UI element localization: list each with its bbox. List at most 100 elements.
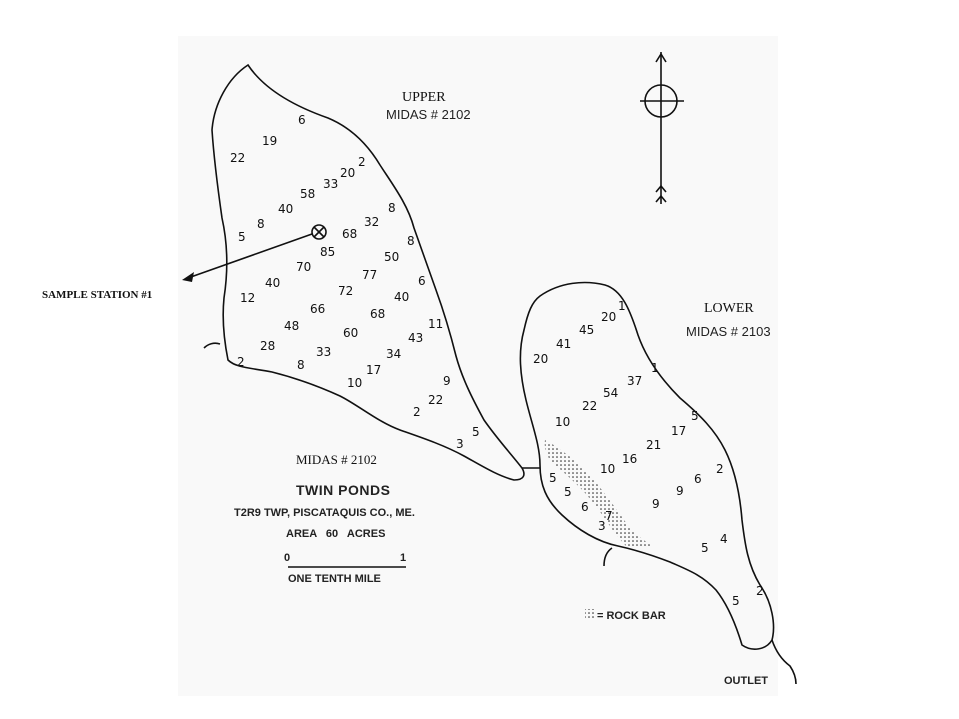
upper-depth-22: 40 xyxy=(394,290,409,304)
svg-text:= ROCK BAR: = ROCK BAR xyxy=(597,610,666,622)
upper-depth-31: 34 xyxy=(386,347,401,361)
upper-depth-38: 2 xyxy=(413,405,421,419)
upper-depth-4: 20 xyxy=(340,166,355,180)
upper-depth-20: 12 xyxy=(240,291,255,305)
scale-bar: 0 1 ONE TENTH MILE xyxy=(284,552,406,585)
upper-pond-shoreline xyxy=(211,63,525,481)
outlet-stream xyxy=(771,639,797,685)
lower-depth-1: 20 xyxy=(601,310,616,324)
lower-depth-23: 3 xyxy=(598,519,606,533)
lower-depth-3: 41 xyxy=(556,337,571,351)
lower-depth-16: 6 xyxy=(694,472,702,486)
upper-pond-name: UPPER xyxy=(402,90,446,105)
lower-depth-26: 2 xyxy=(756,584,764,598)
lower-depth-22: 7 xyxy=(605,509,613,523)
lower-depth-11: 17 xyxy=(671,424,686,438)
upper-depth-26: 11 xyxy=(428,317,443,331)
upper-depth-36: 9 xyxy=(443,374,451,388)
map-location: T2R9 TWP, PISCATAQUIS CO., ME. xyxy=(234,507,415,519)
svg-text:ONE TENTH MILE: ONE TENTH MILE xyxy=(288,573,381,585)
lower-depth-8: 22 xyxy=(582,399,597,413)
lower-depth-14: 10 xyxy=(600,462,615,476)
upper-depth-27: 60 xyxy=(343,326,358,340)
upper-depth-16: 70 xyxy=(296,260,311,274)
outlet-label: OUTLET xyxy=(724,675,768,687)
lower-depth-12: 21 xyxy=(646,438,661,452)
upper-depth-6: 58 xyxy=(300,187,315,201)
upper-depth-34: 17 xyxy=(366,363,381,377)
midas-caption: MIDAS # 2102 xyxy=(296,452,377,467)
upper-depth-12: 68 xyxy=(342,227,357,241)
sample-station-marker xyxy=(311,224,327,240)
upper-depth-37: 22 xyxy=(428,393,443,407)
lower-depth-5: 1 xyxy=(651,361,659,375)
lower-depth-15: 2 xyxy=(716,462,724,476)
lower-depth-19: 5 xyxy=(549,471,557,485)
upper-depth-0: 6 xyxy=(298,113,306,127)
svg-text:0: 0 xyxy=(284,552,290,564)
lower-pond-name: LOWER xyxy=(704,301,754,316)
upper-depth-21: 72 xyxy=(338,284,353,298)
lower-depth-20: 5 xyxy=(564,485,572,499)
lower-depth-13: 16 xyxy=(622,452,637,466)
upper-depth-13: 85 xyxy=(320,245,335,259)
upper-depth-1: 19 xyxy=(262,134,277,148)
lower-depth-17: 9 xyxy=(676,484,684,498)
rock-bar-legend: = ROCK BAR xyxy=(585,609,666,622)
lower-pond-shoreline xyxy=(519,281,775,650)
lower-depth-18: 9 xyxy=(652,497,660,511)
upper-depth-30: 33 xyxy=(316,345,331,359)
lower-depth-24: 4 xyxy=(720,532,728,546)
lower-depth-0: 1 xyxy=(618,299,626,313)
upper-depth-18: 77 xyxy=(362,268,377,282)
map-paper xyxy=(178,36,778,696)
lower-depth-4: 20 xyxy=(533,352,548,366)
upper-depth-32: 2 xyxy=(237,355,245,369)
upper-depth-8: 8 xyxy=(257,217,265,231)
upper-pond-midas: MIDAS # 2102 xyxy=(386,107,471,122)
rock-bar-swatch xyxy=(585,609,595,619)
upper-depth-15: 50 xyxy=(384,250,399,264)
north-arrow-icon xyxy=(640,52,684,204)
map-title: TWIN PONDS xyxy=(296,482,390,498)
lower-depth-27: 5 xyxy=(732,594,740,608)
upper-depth-19: 6 xyxy=(418,274,426,288)
upper-depth-39: 5 xyxy=(472,425,480,439)
upper-depth-14: 8 xyxy=(407,234,415,248)
upper-depth-11: 32 xyxy=(364,215,379,229)
lower-depth-6: 37 xyxy=(627,374,642,388)
upper-depth-2: 22 xyxy=(230,151,245,165)
lower-depth-2: 45 xyxy=(579,323,594,337)
upper-depth-5: 33 xyxy=(323,177,338,191)
upper-depth-24: 68 xyxy=(370,307,385,321)
lower-pond-midas: MIDAS # 2103 xyxy=(686,324,771,339)
svg-text:1: 1 xyxy=(400,552,406,564)
upper-depth-23: 66 xyxy=(310,302,325,316)
map-area: AREA 60 ACRES xyxy=(286,528,385,540)
lower-depth-9: 10 xyxy=(555,415,570,429)
upper-depth-7: 40 xyxy=(278,202,293,216)
upper-depth-40: 3 xyxy=(456,437,464,451)
inlet-mark-lower xyxy=(603,547,613,567)
upper-depth-35: 10 xyxy=(347,376,362,390)
upper-depth-29: 28 xyxy=(260,339,275,353)
lower-depth-25: 5 xyxy=(701,541,709,555)
sample-station-arrow xyxy=(182,233,313,282)
upper-depth-9: 5 xyxy=(238,230,246,244)
lower-depth-7: 54 xyxy=(603,386,618,400)
inlet-mark-upper xyxy=(203,342,221,349)
sample-station-label: SAMPLE STATION #1 xyxy=(42,289,152,301)
lower-depth-21: 6 xyxy=(581,500,589,514)
lower-depth-10: 5 xyxy=(691,409,699,423)
upper-depth-17: 40 xyxy=(265,276,280,290)
upper-depth-28: 43 xyxy=(408,331,423,345)
rock-bar-area xyxy=(544,440,652,546)
upper-depth-33: 8 xyxy=(297,358,305,372)
upper-depth-3: 2 xyxy=(358,155,366,169)
upper-depth-25: 48 xyxy=(284,319,299,333)
upper-depth-10: 8 xyxy=(388,201,396,215)
